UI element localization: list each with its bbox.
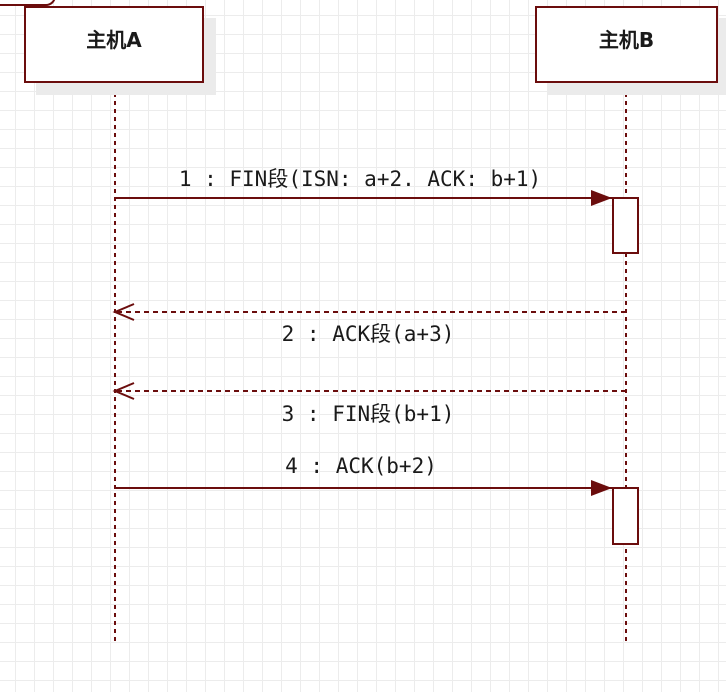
message-3-label: 3 : FIN段(b+1) bbox=[281, 402, 455, 426]
message-1-label: 1 : FIN段(ISN: a+2. ACK: b+1) bbox=[178, 167, 542, 191]
message-4-label: 4 : ACK(b+2) bbox=[285, 454, 437, 478]
activation-bar-2 bbox=[612, 487, 639, 545]
message-4-arrowhead bbox=[591, 480, 612, 496]
activation-bar-1 bbox=[612, 197, 639, 254]
actor-host-a: 主机A bbox=[24, 6, 204, 83]
message-2-arrowhead bbox=[112, 303, 135, 321]
message-2-label: 2 : ACK段(a+3) bbox=[281, 322, 455, 346]
actor-host-b-label: 主机B bbox=[598, 28, 655, 52]
actor-host-b: 主机B bbox=[535, 6, 718, 83]
message-3-arrowhead bbox=[112, 382, 135, 400]
message-1-arrowhead bbox=[591, 190, 612, 206]
actor-host-a-label: 主机A bbox=[86, 28, 142, 52]
